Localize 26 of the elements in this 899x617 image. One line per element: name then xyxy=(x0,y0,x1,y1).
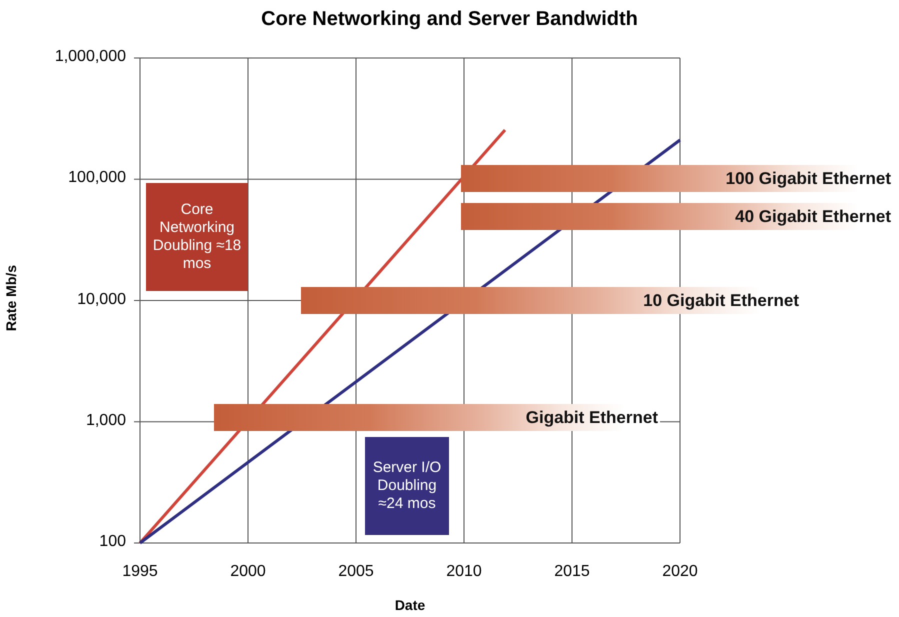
axis-title: Date xyxy=(394,597,426,613)
range-bar xyxy=(214,404,660,431)
annotation-box xyxy=(365,437,449,535)
axis-tick-label: 1,000,000 xyxy=(54,48,126,66)
bar-label: Gigabit Ethernet xyxy=(526,408,659,428)
axis-tick-label: 2005 xyxy=(337,563,375,581)
axis-tick-label: 2020 xyxy=(661,563,699,581)
axis-tick-label: 2010 xyxy=(445,563,483,581)
axis-tick-label: 2015 xyxy=(553,563,591,581)
annotation-text: Server I/O Doubling ≈24 mos xyxy=(372,459,442,513)
chart-title: Core Networking and Server Bandwidth xyxy=(260,8,639,31)
axis-tick-label: 1995 xyxy=(121,563,159,581)
annotation-box xyxy=(146,183,248,291)
range-bar xyxy=(461,203,893,230)
range-bar xyxy=(461,165,893,192)
bar-label: 40 Gigabit Ethernet xyxy=(735,206,892,226)
axis-tick-label: 100 xyxy=(98,533,126,551)
bar-label: 10 Gigabit Ethernet xyxy=(643,290,800,310)
range-bar xyxy=(301,287,801,314)
axis-tick-label: 10,000 xyxy=(76,290,126,308)
axis-tick-label: 2000 xyxy=(229,563,267,581)
bar-label: 100 Gigabit Ethernet xyxy=(726,168,892,188)
axis-tick-label: 1,000 xyxy=(84,412,126,430)
axis-tick-label: 100,000 xyxy=(67,169,126,188)
axis-title: Rate Mb/s xyxy=(3,264,20,332)
annotation-text: Core Networking Doubling ≈18 mos xyxy=(152,201,242,273)
